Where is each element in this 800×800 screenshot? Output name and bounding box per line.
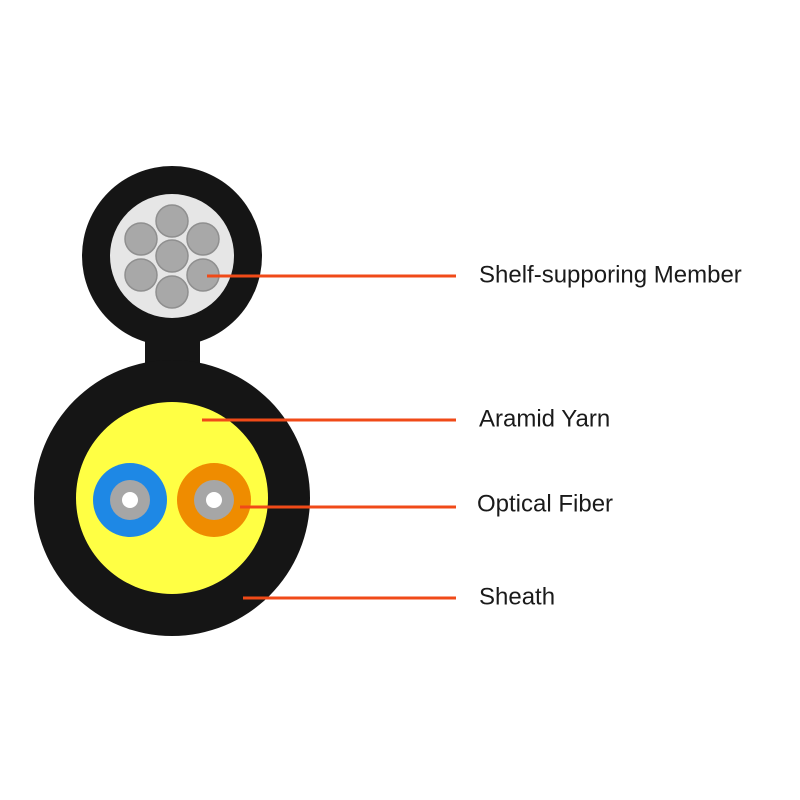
cable-body-group <box>34 360 310 636</box>
optical-fiber-blue <box>93 463 167 537</box>
label-member: Shelf-supporing Member <box>479 261 742 288</box>
steel-wire-bottom <box>155 275 189 309</box>
fiber-core-orange <box>206 492 222 508</box>
steel-wire-upper-left <box>124 222 158 256</box>
messenger-group <box>82 166 262 380</box>
aramid-yarn-fill <box>76 402 268 594</box>
steel-wire-top <box>155 204 189 238</box>
label-aramid: Aramid Yarn <box>479 405 610 432</box>
label-sheath: Sheath <box>479 583 555 610</box>
steel-wire-center <box>155 239 189 273</box>
optical-fiber-orange <box>177 463 251 537</box>
label-fiber: Optical Fiber <box>477 490 613 517</box>
steel-wire-upper-right <box>186 222 220 256</box>
steel-wire-lower-left <box>124 258 158 292</box>
fiber-core-blue <box>122 492 138 508</box>
